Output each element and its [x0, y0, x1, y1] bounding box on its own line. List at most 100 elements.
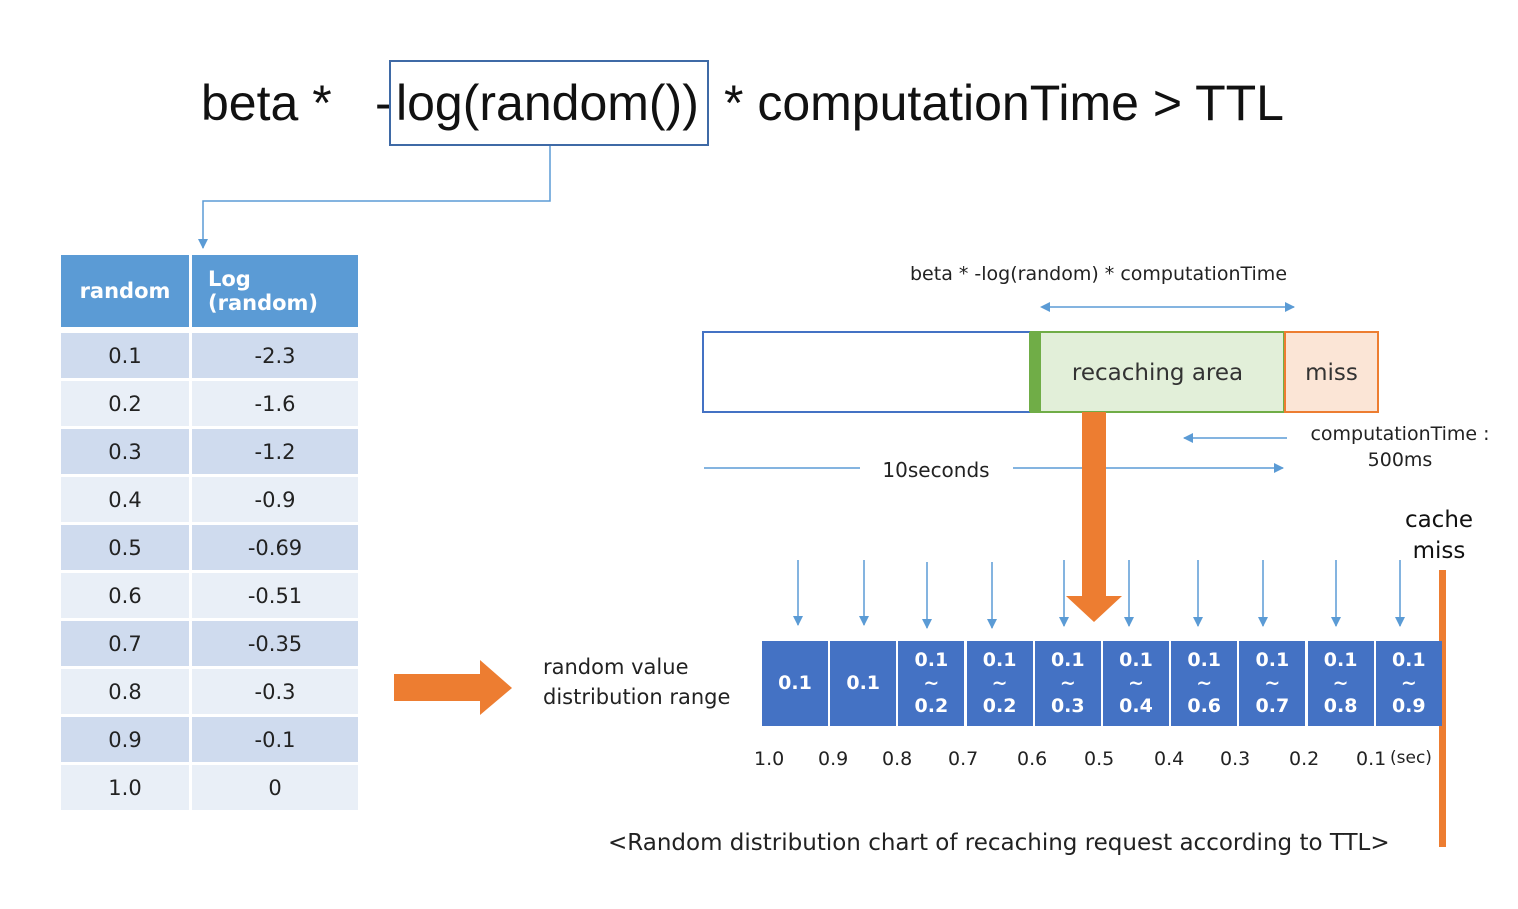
distribution-cell-text: ~: [1264, 672, 1281, 694]
distribution-cell-text: ~: [991, 672, 1008, 694]
distribution-cell: 0.1~0.6: [1171, 641, 1238, 726]
computation-time-label: computationTime : 500ms: [1300, 421, 1500, 473]
formula-rest: * computationTime > TTL: [724, 75, 1284, 131]
recaching-label: recaching area: [1071, 360, 1244, 386]
distribution-cell-text: 0.1: [914, 649, 949, 671]
distribution-cell-text: 0.7: [1255, 695, 1290, 717]
header-log-random: Log (random): [192, 255, 358, 333]
log-cell: -0.3: [192, 669, 358, 717]
random-cell: 0.7: [61, 621, 192, 669]
top-span-label: beta * -log(random) * computationTime: [910, 263, 1288, 285]
table-row: 0.1-2.3: [61, 333, 358, 381]
random-cell: 0.4: [61, 477, 192, 525]
log-cell: -0.69: [192, 525, 358, 573]
distribution-cell: 0.1~0.9: [1375, 641, 1442, 726]
tick-label: 1.0: [754, 748, 785, 770]
random-cell: 0.1: [61, 333, 192, 381]
tick-label: 0.5: [1084, 748, 1115, 770]
tick-label: 0.1: [1356, 748, 1387, 770]
recaching-start-bar: [1029, 332, 1041, 412]
distribution-cell-text: 0.8: [1323, 695, 1358, 717]
distribution-cell-text: 0.1: [1391, 649, 1426, 671]
distribution-cell-text: ~: [1128, 672, 1144, 694]
distribution-cell-text: ~: [1332, 672, 1349, 694]
seconds-label: 10seconds: [882, 458, 990, 482]
distribution-cell-text: 0.1: [778, 672, 812, 694]
header-log-line-2: (random): [208, 291, 319, 315]
tick-label: 0.2: [1289, 748, 1320, 770]
range-label-line-2: distribution range: [543, 685, 731, 709]
distribution-cell-text: 0.1: [982, 649, 1017, 671]
log-cell: -1.2: [192, 429, 358, 477]
miss-label: miss: [1305, 360, 1358, 386]
distribution-cell-text: 0.1: [1323, 649, 1358, 671]
log-cell: -2.3: [192, 333, 358, 381]
random-cell: 0.8: [61, 669, 192, 717]
random-cell: 0.6: [61, 573, 192, 621]
distribution-cell: 0.1~0.2: [898, 641, 965, 726]
distribution-cell-text: ~: [1059, 672, 1076, 694]
distribution-cell-text: 0.9: [1391, 695, 1426, 717]
table-row: 0.9-0.1: [61, 717, 358, 765]
random-cell: 0.5: [61, 525, 192, 573]
table-row: 0.5-0.69: [61, 525, 358, 573]
right-arrow-head: [480, 660, 512, 715]
distribution-cell: 0.1~0.2: [966, 641, 1033, 726]
cache-miss-line-1: cache: [1404, 507, 1474, 533]
distribution-cell-text: 0.1: [1187, 649, 1222, 671]
table-row: 0.8-0.3: [61, 669, 358, 717]
big-down-arrow-shaft: [1082, 412, 1106, 598]
distribution-cell-text: ~: [1196, 672, 1213, 694]
random-cell: 0.3: [61, 429, 192, 477]
random-cell: 0.2: [61, 381, 192, 429]
distribution-cell-text: 0.2: [982, 695, 1017, 717]
caption: <Random distribution chart of recaching …: [608, 830, 1390, 856]
random-cell: 1.0: [61, 765, 192, 813]
distribution-cell: 0.1~0.4: [1103, 641, 1169, 726]
distribution-cell: 0.1~0.3: [1034, 641, 1101, 726]
log-cell: -0.35: [192, 621, 358, 669]
formula-minus: -: [375, 75, 392, 131]
distribution-range-label: random value distribution range: [543, 652, 730, 712]
tick-label: 0.3: [1220, 748, 1251, 770]
distribution-cell-text: 0.1: [1119, 649, 1153, 671]
small-down-arrows: [793, 560, 1405, 629]
tick-label: 0.6: [1017, 748, 1048, 770]
table-row: 0.4-0.9: [61, 477, 358, 525]
formula-to-table-connector: [198, 146, 551, 249]
distribution-cell-text: ~: [1400, 672, 1417, 694]
distribution-cell: 0.1: [830, 641, 897, 726]
distribution-cell: 0.1: [762, 641, 828, 726]
random-cell: 0.9: [61, 717, 192, 765]
computation-time-line-1: computationTime :: [1310, 423, 1490, 445]
log-highlight-box: [389, 60, 709, 146]
tick-label: 0.7: [948, 748, 979, 770]
log-cell: -0.9: [192, 477, 358, 525]
computation-time-line-2: 500ms: [1367, 449, 1433, 471]
formula: beta * - log(random()) * computationTime…: [0, 60, 1518, 146]
distribution-cell-text: 0.1: [846, 672, 881, 694]
distribution-cell-text: 0.1: [1255, 649, 1290, 671]
cache-valid-box: [702, 331, 1032, 413]
unit-label: (sec): [1390, 748, 1432, 768]
distribution-cell-text: 0.2: [914, 695, 949, 717]
distribution-cell: 0.1~0.7: [1239, 641, 1306, 726]
distribution-cell-text: 0.4: [1119, 695, 1153, 717]
log-cell: -0.1: [192, 717, 358, 765]
distribution-cell-text: 0.6: [1187, 695, 1222, 717]
formula-log: log(random()): [396, 75, 699, 131]
header-log-line-1: Log: [208, 267, 251, 291]
table-row: 0.6-0.51: [61, 573, 358, 621]
table-row: 0.3-1.2: [61, 429, 358, 477]
tick-label: 0.4: [1154, 748, 1185, 770]
distribution-cell-text: ~: [923, 672, 940, 694]
table-row: 0.2-1.6: [61, 381, 358, 429]
cache-miss-label: cache miss: [1391, 505, 1487, 567]
miss-box: [1284, 331, 1379, 413]
big-down-arrow-head: [1066, 596, 1122, 622]
table-row: 0.7-0.35: [61, 621, 358, 669]
right-arrow-shaft: [394, 674, 480, 701]
